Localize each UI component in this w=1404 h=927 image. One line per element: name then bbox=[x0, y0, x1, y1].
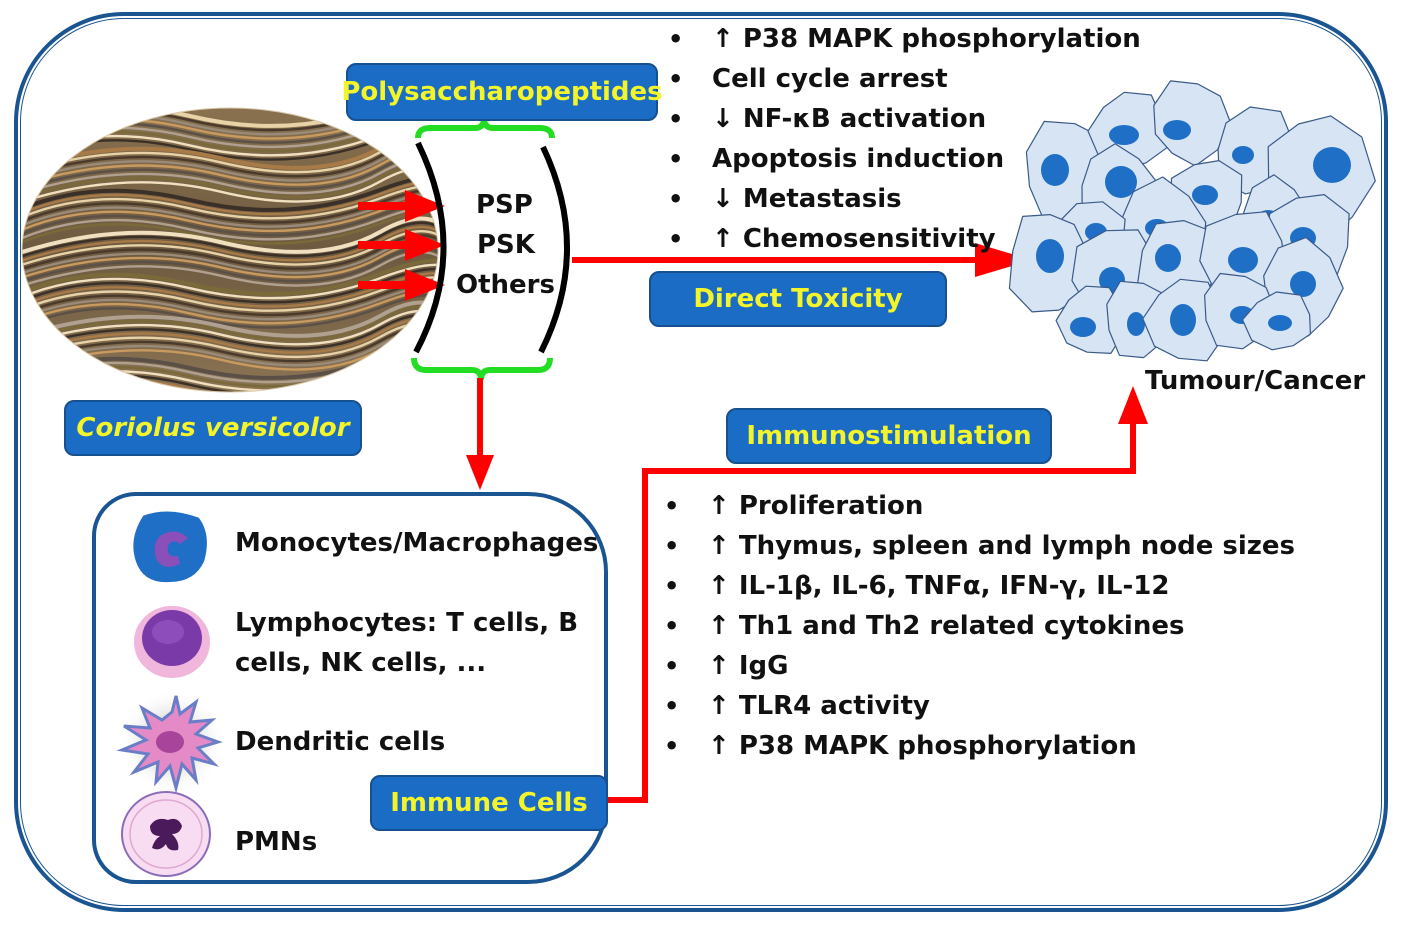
outer-frame bbox=[14, 12, 1388, 912]
direct-effect-item: ↑ Chemosensitivity bbox=[668, 219, 1141, 259]
dendritic-cell-icon bbox=[116, 690, 224, 794]
bottom-brace bbox=[411, 357, 553, 381]
compound-psk: PSK bbox=[477, 230, 535, 260]
direct-toxicity-label: Direct Toxicity bbox=[649, 271, 947, 327]
mushroom-band bbox=[22, 292, 438, 333]
tumour-cell-nucleus bbox=[1070, 317, 1096, 337]
cell-label-pmns: PMNs bbox=[235, 827, 318, 857]
compound-others: Others bbox=[456, 270, 555, 300]
direct-effect-item: ↓ NF-κB activation bbox=[668, 99, 1141, 139]
immuno-effect-item: ↑ IgG bbox=[664, 646, 1295, 686]
cell-label-dendritic: Dendritic cells bbox=[235, 727, 446, 757]
tumour-cell-nucleus bbox=[1232, 146, 1254, 164]
tumour-cell-nucleus bbox=[1228, 247, 1258, 273]
mushroom-band bbox=[22, 187, 438, 228]
mushroom-band bbox=[22, 234, 438, 274]
mushroom-band bbox=[22, 221, 438, 262]
macrophage-icon bbox=[129, 507, 211, 587]
tumour-cell-nucleus bbox=[1155, 244, 1181, 272]
mushroom-band bbox=[22, 216, 438, 258]
mushroom-band bbox=[22, 183, 438, 224]
tumour-cancer-label: Tumour/Cancer bbox=[1145, 366, 1366, 396]
mushroom-band bbox=[22, 179, 438, 220]
immuno-effect-item: ↑ Proliferation bbox=[664, 486, 1295, 526]
polysaccharopeptides-label: Polysaccharopeptides bbox=[341, 63, 663, 121]
mushroom-band bbox=[22, 263, 438, 304]
cell-label-macrophages: Monocytes/Macrophages bbox=[235, 528, 599, 558]
mushroom-band bbox=[22, 284, 438, 325]
right-parenthesis bbox=[538, 145, 570, 354]
tumour-cell-nucleus bbox=[1192, 185, 1218, 205]
immune-cell-icons bbox=[116, 507, 224, 877]
tumour-cell-nucleus bbox=[1170, 304, 1196, 336]
mushroom-band bbox=[22, 208, 438, 249]
direct-effect-item: ↑ P38 MAPK phosphorylation bbox=[668, 19, 1141, 59]
cell-label-lymphocytes-line1: Lymphocytes: T cells, B bbox=[235, 608, 579, 638]
input-arrow-head-3 bbox=[405, 269, 445, 301]
mushroom-image-edge bbox=[21, 107, 439, 393]
mushroom-band bbox=[22, 271, 438, 312]
immunostimulation-arrow bbox=[608, 420, 1136, 803]
immuno-effect-item: ↑ TLR4 activity bbox=[664, 686, 1295, 726]
tumour-cell-nucleus bbox=[1163, 120, 1191, 140]
mushroom-band bbox=[22, 280, 438, 321]
input-arrow-head-2 bbox=[405, 229, 445, 261]
mushroom-image bbox=[22, 108, 438, 392]
to-immune-arrow-head bbox=[466, 455, 494, 490]
tumour-cell bbox=[1153, 80, 1232, 167]
pmn-icon bbox=[121, 791, 211, 877]
mushroom-band bbox=[22, 276, 438, 316]
tumour-cell-nucleus bbox=[1290, 271, 1316, 297]
input-arrows bbox=[358, 190, 445, 301]
tumour-cell-nucleus bbox=[1313, 147, 1351, 183]
lymphocyte-icon bbox=[130, 602, 214, 682]
coriolus-versicolor-label: Coriolus versicolor bbox=[64, 400, 362, 456]
mushroom-band bbox=[22, 204, 438, 245]
direct-effect-item: ↓ Metastasis bbox=[668, 179, 1141, 219]
immunostimulation-arrow-head bbox=[1118, 386, 1148, 424]
mushroom-band bbox=[22, 108, 438, 132]
immuno-effect-item: ↑ P38 MAPK phosphorylation bbox=[664, 726, 1295, 766]
direct-effect-item: Apoptosis induction bbox=[668, 139, 1141, 179]
immune-cells-label: Immune Cells bbox=[370, 775, 608, 831]
cell-label-lymphocytes-line2: cells, NK cells, ... bbox=[235, 648, 487, 678]
immuno-effects-list: ↑ Proliferation ↑ Thymus, spleen and lym… bbox=[664, 486, 1295, 766]
mushroom-band bbox=[22, 225, 438, 266]
top-brace bbox=[415, 117, 555, 139]
mushroom-band bbox=[22, 192, 438, 232]
immuno-effect-item: ↑ Thymus, spleen and lymph node sizes bbox=[664, 526, 1295, 566]
immunostimulation-label: Immunostimulation bbox=[726, 408, 1052, 464]
mushroom-band bbox=[22, 267, 438, 308]
input-arrow-head-1 bbox=[405, 190, 445, 222]
mushroom-band bbox=[22, 196, 438, 237]
mushroom-band bbox=[22, 174, 438, 216]
mushroom-band bbox=[22, 300, 438, 342]
tumour-cell-nucleus bbox=[1127, 312, 1145, 336]
left-parenthesis bbox=[413, 141, 447, 354]
mushroom-band bbox=[22, 288, 438, 329]
immuno-effect-item: ↑ IL-1β, IL-6, TNFα, IFN-γ, IL-12 bbox=[664, 566, 1295, 606]
mushroom-band bbox=[22, 200, 438, 241]
tumour-cell-nucleus bbox=[1268, 315, 1292, 331]
direct-effects-list: ↑ P38 MAPK phosphorylation Cell cycle ar… bbox=[668, 19, 1141, 259]
mushroom-band bbox=[22, 230, 438, 270]
compound-psp: PSP bbox=[476, 190, 533, 220]
direct-effect-item: Cell cycle arrest bbox=[668, 59, 1141, 99]
immuno-effect-item: ↑ Th1 and Th2 related cytokines bbox=[664, 606, 1295, 646]
mushroom-band bbox=[22, 258, 438, 300]
